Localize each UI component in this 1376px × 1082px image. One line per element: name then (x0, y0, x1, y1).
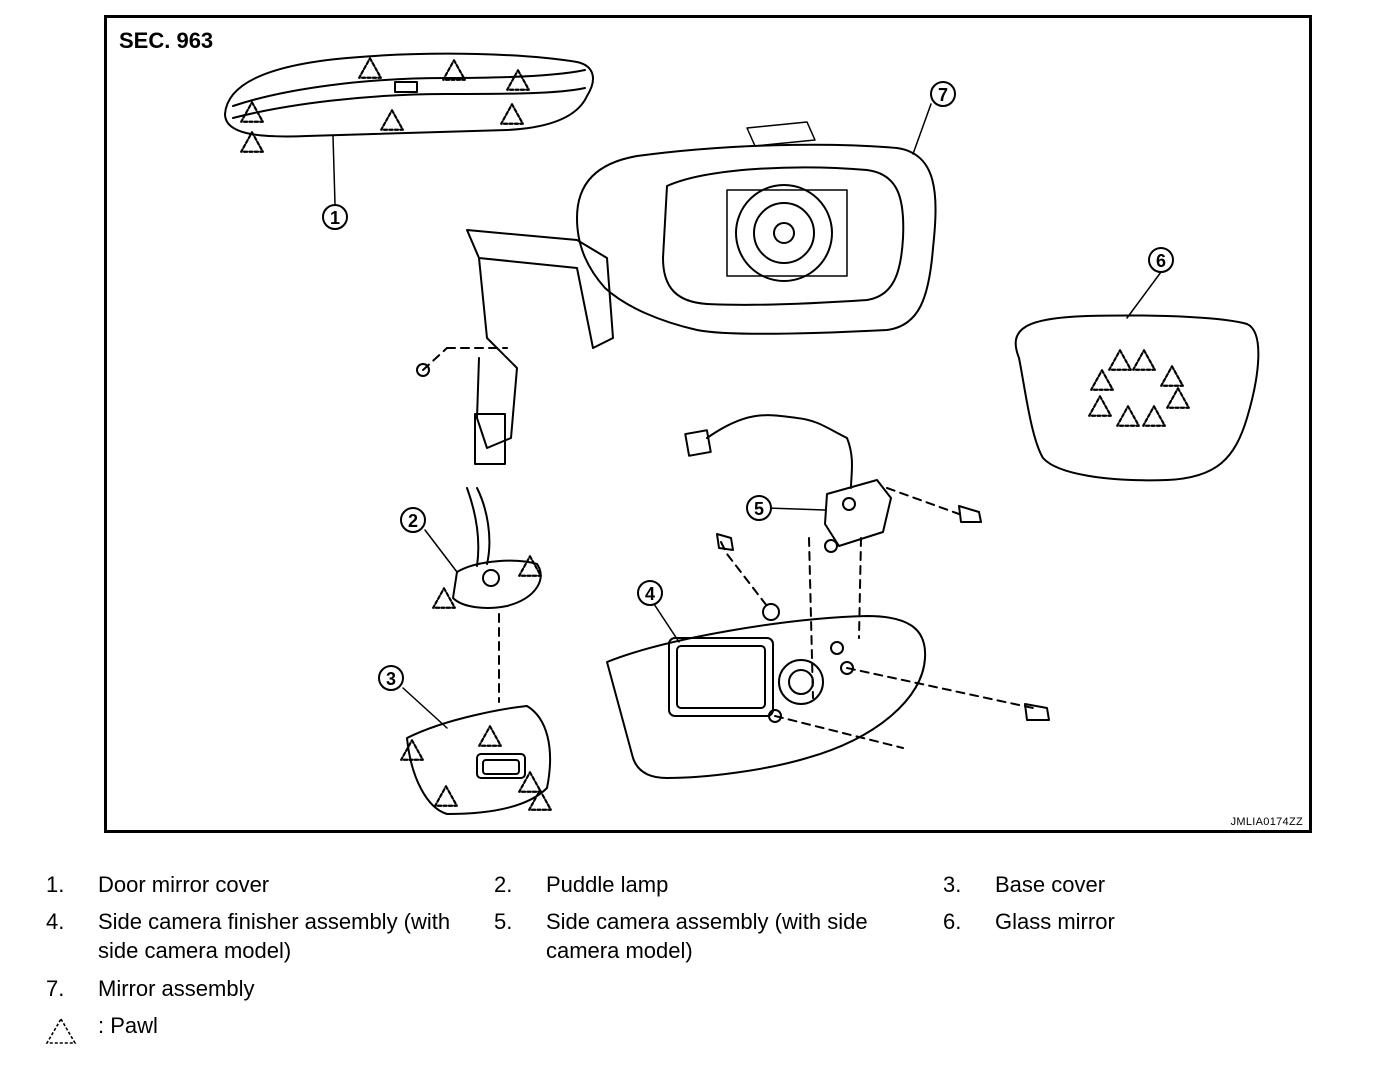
callout-1: 1 (322, 204, 348, 230)
legend-label-6: Glass mirror (995, 909, 1115, 934)
diagram-frame: 1 7 6 5 4 2 3 SEC. 963 JMLIA0174ZZ (104, 15, 1312, 833)
side-camera-finisher-drawing (606, 533, 1050, 779)
base-cover-drawing (406, 705, 551, 815)
legend-num-7: 7. (46, 976, 65, 1001)
callout-3: 3 (378, 665, 404, 691)
legend-label-3: Base cover (995, 872, 1106, 897)
legend-num-6: 6. (943, 909, 962, 934)
callout-4: 4 (637, 580, 663, 606)
svg-text:6: 6 (1156, 251, 1166, 271)
side-camera-assembly-drawing (684, 414, 982, 699)
legend-num-2: 2. (494, 872, 513, 897)
svg-text:4: 4 (645, 584, 655, 604)
mirror-assembly-drawing (416, 121, 937, 465)
legend-label-7: Mirror assembly (98, 976, 255, 1001)
glass-mirror-drawing (1014, 314, 1260, 482)
figure-code: JMLIA0174ZZ (1230, 816, 1303, 828)
callout-2: 2 (400, 507, 426, 533)
svg-text:3: 3 (386, 669, 396, 689)
puddle-lamp-drawing (452, 487, 542, 703)
svg-text:7: 7 (938, 85, 948, 105)
legend-num-5: 5. (494, 909, 513, 934)
door-mirror-cover-drawing (224, 52, 594, 138)
svg-text:2: 2 (408, 511, 418, 531)
legend-num-3: 3. (943, 872, 962, 897)
svg-text:1: 1 (330, 208, 340, 228)
legend-label-5: Side camera assembly (with side camera m… (546, 909, 868, 963)
legend-label-4: Side camera finisher assembly (with side… (98, 909, 451, 963)
legend-label-2: Puddle lamp (546, 872, 669, 897)
legend-num-1: 1. (46, 872, 65, 897)
legend-label-1: Door mirror cover (98, 872, 270, 897)
exploded-view-drawing: 1 7 6 5 4 2 3 (224, 52, 1260, 815)
callout-6: 6 (1148, 247, 1174, 273)
pawl-triangle-icon (45, 1017, 77, 1044)
leader-lines (332, 103, 1162, 729)
legend-pawl-label: : Pawl (98, 1013, 158, 1038)
svg-text:5: 5 (754, 499, 764, 519)
callout-5: 5 (746, 495, 772, 521)
legend-num-4: 4. (46, 909, 65, 934)
callout-7: 7 (930, 81, 956, 107)
section-label: SEC. 963 (119, 28, 214, 53)
